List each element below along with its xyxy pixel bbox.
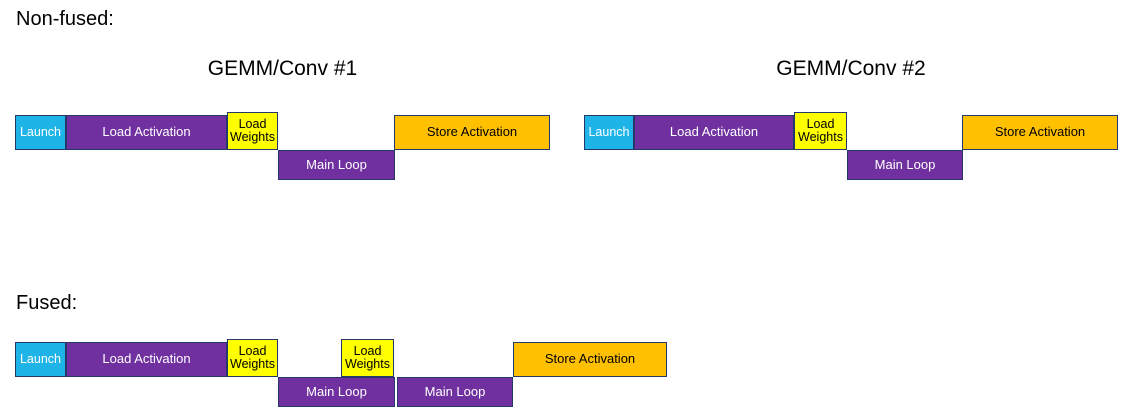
- block-fused-pipeline-load-activation: Load Activation: [66, 342, 227, 377]
- block-label: Main Loop: [424, 383, 486, 399]
- block-fused-pipeline-load-weights-2: Load Weights: [341, 339, 394, 377]
- block-label: Store Activation: [544, 351, 636, 367]
- block-fused-pipeline-launch: Launch: [15, 342, 66, 377]
- block-gemm-conv-2-main-loop: Main Loop: [847, 150, 963, 180]
- block-label: Main Loop: [874, 156, 936, 172]
- section-header-non-fused: Non-fused:: [16, 8, 114, 30]
- group-title-gemm-conv-2: GEMM/Conv #2: [776, 57, 926, 80]
- block-label: Launch: [19, 124, 61, 139]
- block-fused-pipeline-main-loop-2: Main Loop: [397, 377, 513, 407]
- block-label: Store Activation: [426, 124, 518, 140]
- block-label: Load Weights: [798, 116, 843, 144]
- block-label: Load Activation: [102, 351, 191, 367]
- section-header-fused: Fused:: [16, 292, 78, 314]
- block-fused-pipeline-load-weights-1: Load Weights: [227, 339, 278, 377]
- block-gemm-conv-1-load-activation: Load Activation: [66, 115, 227, 150]
- block-gemm-conv-2-load-weights: Load Weights: [794, 112, 847, 150]
- block-label: Store Activation: [994, 124, 1086, 140]
- block-label: Load Weights: [345, 343, 390, 371]
- block-label: Load Activation: [669, 124, 759, 140]
- block-fused-pipeline-main-loop-1: Main Loop: [278, 377, 395, 407]
- block-label: Launch: [19, 351, 61, 366]
- block-gemm-conv-2-load-activation: Load Activation: [634, 115, 794, 150]
- block-label: Load Weights: [230, 343, 275, 371]
- block-label: Main Loop: [306, 156, 367, 172]
- block-label: Launch: [588, 124, 630, 139]
- block-label: Load Activation: [102, 124, 191, 140]
- block-gemm-conv-1-main-loop: Main Loop: [278, 150, 395, 180]
- block-gemm-conv-2-launch: Launch: [584, 115, 634, 150]
- block-fused-pipeline-store-activation: Store Activation: [513, 342, 667, 377]
- block-gemm-conv-1-launch: Launch: [15, 115, 66, 150]
- block-gemm-conv-1-load-weights: Load Weights: [227, 112, 278, 150]
- group-title-gemm-conv-1: GEMM/Conv #1: [207, 57, 358, 80]
- block-gemm-conv-1-store-activation: Store Activation: [394, 115, 550, 150]
- block-gemm-conv-2-store-activation: Store Activation: [962, 115, 1118, 150]
- block-label: Load Weights: [230, 116, 275, 144]
- block-label: Main Loop: [306, 383, 367, 399]
